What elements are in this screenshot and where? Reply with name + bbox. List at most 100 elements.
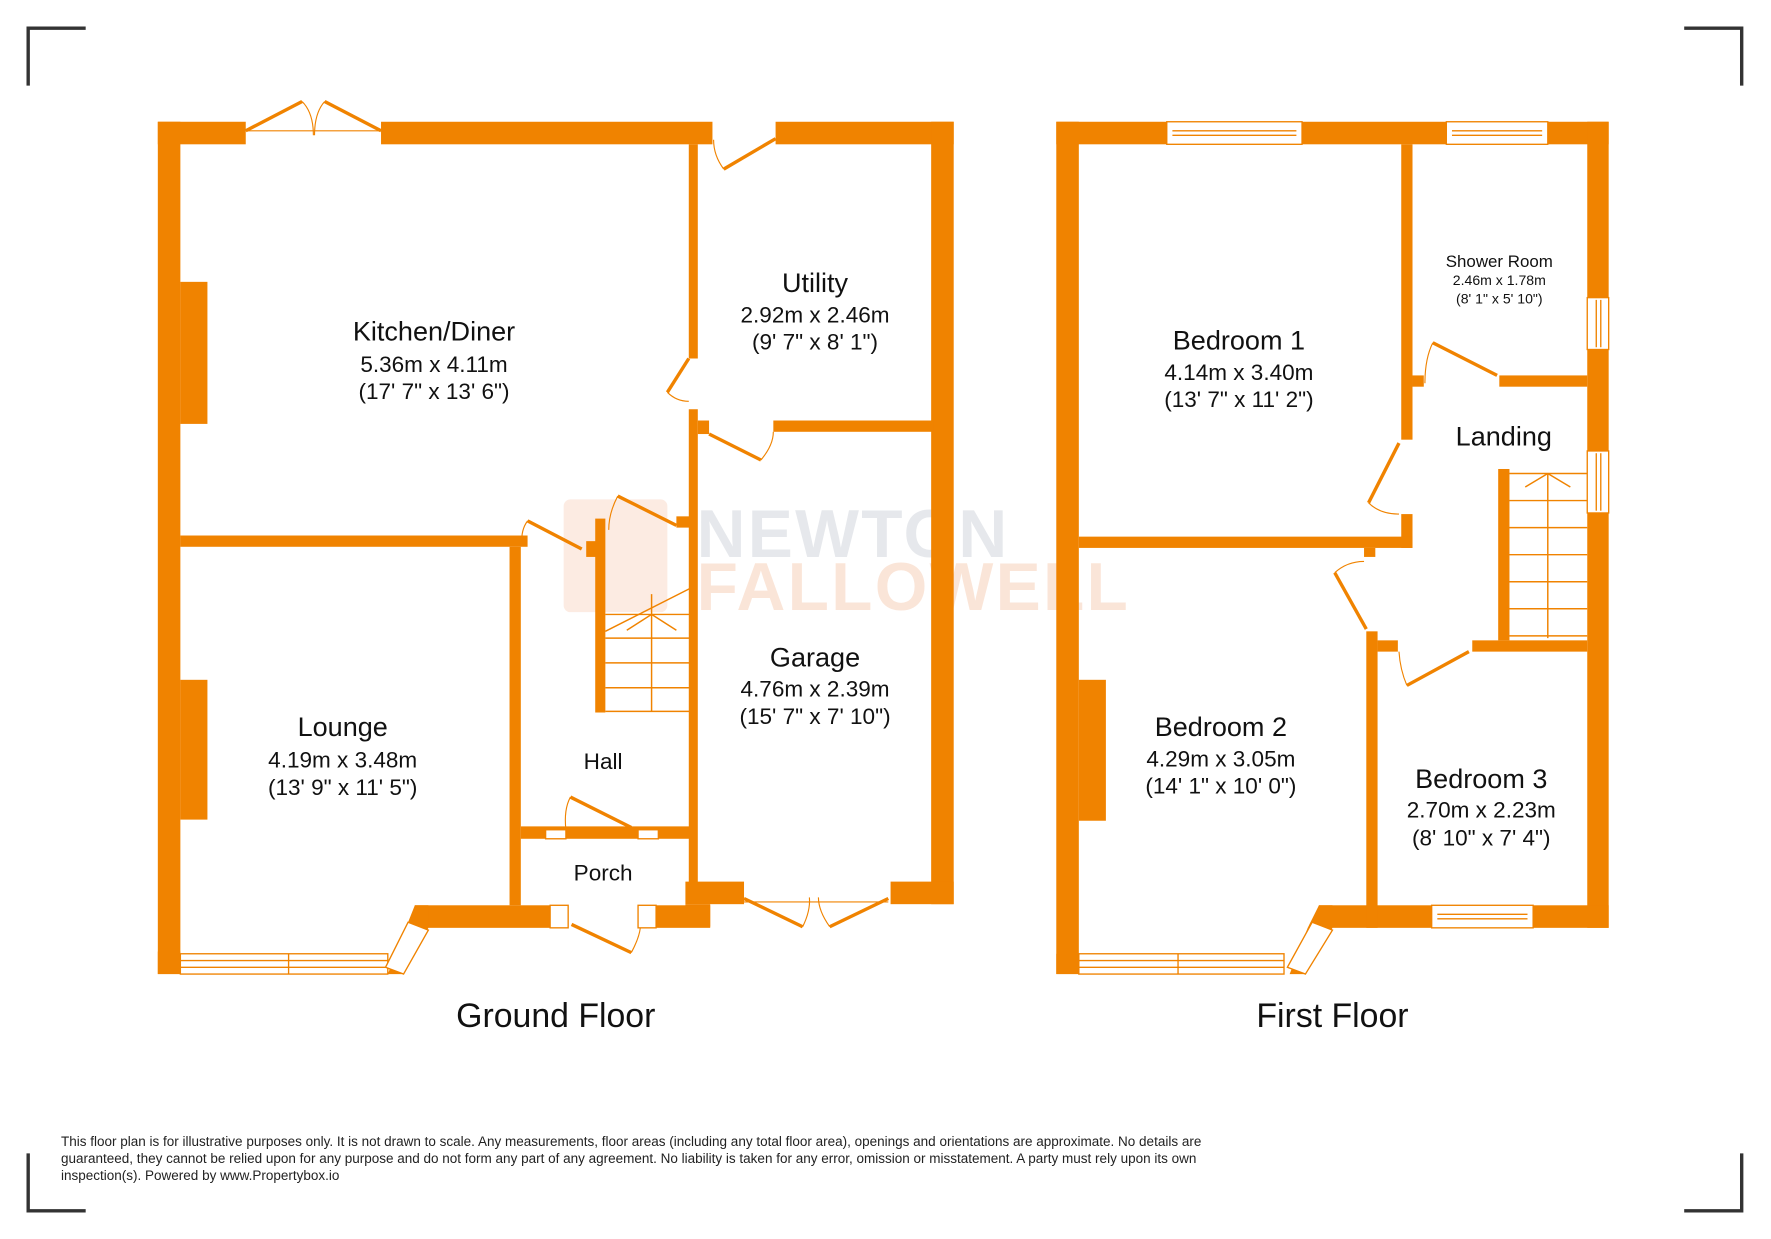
first-floor-plan: Bedroom 1 4.14m x 3.40m (13' 7" x 11' 2"… [1056, 121, 1610, 1035]
wall [1533, 905, 1609, 928]
wall-right [1587, 512, 1609, 928]
svg-text:Hall: Hall [584, 749, 623, 774]
internal-wall [509, 546, 521, 906]
internal-wall [180, 535, 528, 547]
room-lounge: Lounge 4.19m x 3.48m (13' 9" x 11' 5") [268, 712, 417, 800]
wall [1056, 121, 1167, 145]
corner-mark-top-right [1684, 26, 1744, 86]
internal-wall [1472, 640, 1588, 652]
wall [157, 951, 181, 975]
room-bedroom-1: Bedroom 1 4.14m x 3.40m (13' 7" x 11' 2"… [1164, 325, 1313, 411]
doors [244, 99, 890, 955]
svg-text:2.70m x 2.23m: 2.70m x 2.23m [1407, 797, 1556, 822]
svg-text:(9' 7" x 8' 1"): (9' 7" x 8' 1") [752, 329, 878, 354]
window [549, 904, 569, 929]
svg-text:4.29m x 3.05m: 4.29m x 3.05m [1146, 747, 1295, 772]
room-garage: Garage 4.76m x 2.39m (15' 7" x 7' 10") [739, 642, 890, 728]
wall-right [1587, 349, 1609, 451]
internal-wall [1366, 631, 1378, 928]
svg-text:5.36m x 4.11m: 5.36m x 4.11m [360, 352, 507, 377]
svg-text:4.19m x 3.48m: 4.19m x 3.48m [268, 748, 417, 773]
svg-text:(17' 7" x 13' 6"): (17' 7" x 13' 6") [358, 379, 509, 404]
wall [640, 905, 711, 928]
internal-wall [1499, 375, 1588, 387]
room-bedroom-3: Bedroom 3 2.70m x 2.23m (8' 10" x 7' 4") [1407, 764, 1556, 850]
room-porch: Porch [574, 860, 633, 885]
wall-left [1056, 121, 1079, 975]
svg-text:Bedroom 1: Bedroom 1 [1173, 325, 1305, 355]
doors [1333, 341, 1498, 687]
staircase [605, 587, 691, 713]
svg-text:Shower Room: Shower Room [1446, 252, 1553, 271]
window [1078, 953, 1285, 975]
window [637, 829, 660, 840]
crop-marks [26, 26, 1744, 1213]
window [384, 921, 430, 975]
corner-mark-bottom-left [26, 1153, 86, 1213]
svg-text:Utility: Utility [782, 268, 849, 298]
window [544, 829, 567, 840]
chimney-breast [1078, 679, 1106, 821]
svg-text:Landing: Landing [1456, 421, 1552, 451]
disclaimer-text: This floor plan is for illustrative purp… [61, 1134, 1202, 1183]
svg-text:Kitchen/Diner: Kitchen/Diner [353, 316, 515, 346]
svg-text:4.14m x 3.40m: 4.14m x 3.40m [1164, 360, 1313, 385]
internal-wall [1401, 144, 1413, 440]
room-shower-room: Shower Room 2.46m x 1.78m (8' 1" x 5' 10… [1446, 252, 1553, 306]
watermark-logo: NEWTON FALLOWELL [563, 497, 1130, 625]
window [1586, 296, 1610, 351]
chimney-breast [180, 679, 208, 820]
wall [685, 881, 745, 905]
room-utility: Utility 2.92m x 2.46m (9' 7" x 8' 1") [741, 268, 890, 354]
svg-text:(14' 1" x 10' 0"): (14' 1" x 10' 0") [1145, 774, 1296, 799]
internal-wall [1078, 536, 1413, 548]
internal-wall [1412, 375, 1424, 387]
corner-mark-top-left [26, 26, 86, 86]
window [179, 953, 389, 975]
first-floor-label: First Floor [1256, 997, 1408, 1035]
room-kitchen-diner: Kitchen/Diner 5.36m x 4.11m (17' 7" x 13… [353, 316, 515, 404]
wall [1056, 953, 1079, 975]
internal-wall [773, 420, 934, 432]
svg-text:4.76m x 2.39m: 4.76m x 2.39m [741, 677, 890, 702]
svg-text:(15' 7" x 7' 10"): (15' 7" x 7' 10") [739, 704, 890, 729]
svg-text:(13' 7" x 11' 2"): (13' 7" x 11' 2") [1164, 387, 1313, 412]
svg-text:(8' 10" x 7' 4"): (8' 10" x 7' 4") [1412, 826, 1551, 851]
svg-text:(13' 9" x 11' 5"): (13' 9" x 11' 5") [268, 775, 417, 800]
room-bedroom-2: Bedroom 2 4.29m x 3.05m (14' 1" x 10' 0"… [1145, 712, 1296, 798]
wall-left [157, 121, 181, 975]
watermark-house-icon [563, 499, 668, 613]
wall [381, 121, 713, 145]
room-landing: Landing [1456, 421, 1552, 451]
window [1166, 121, 1303, 145]
watermark-line2: FALLOWELL [697, 550, 1130, 625]
internal-wall [688, 409, 698, 885]
svg-text:Garage: Garage [770, 642, 860, 672]
internal-wall [697, 420, 710, 435]
window [1431, 904, 1534, 929]
chimney-breast [180, 281, 208, 424]
svg-text:Lounge: Lounge [298, 712, 388, 742]
internal-wall [1364, 547, 1376, 557]
wall [1302, 121, 1447, 145]
staircase [1509, 472, 1588, 639]
ground-floor-label: Ground Floor [456, 997, 655, 1035]
svg-text:(8' 1" x 5' 10"): (8' 1" x 5' 10") [1456, 290, 1543, 306]
svg-text:2.92m x 2.46m: 2.92m x 2.46m [741, 302, 890, 327]
window [1286, 921, 1334, 975]
svg-text:Bedroom 2: Bedroom 2 [1155, 712, 1287, 742]
ground-floor-plan: Kitchen/Diner 5.36m x 4.11m (17' 7" x 13… [157, 99, 954, 1035]
internal-wall [586, 541, 598, 557]
wall-right [931, 121, 954, 905]
svg-text:2.46m x 1.78m: 2.46m x 1.78m [1453, 272, 1546, 288]
svg-text:Porch: Porch [574, 860, 633, 885]
stair-wall [1498, 468, 1510, 641]
room-hall: Hall [584, 749, 623, 774]
internal-wall [688, 144, 698, 359]
svg-text:Bedroom 3: Bedroom 3 [1415, 764, 1547, 794]
corner-mark-bottom-right [1684, 1153, 1744, 1213]
internal-wall [676, 516, 690, 528]
wall-right [1587, 121, 1609, 298]
wall [414, 905, 551, 928]
